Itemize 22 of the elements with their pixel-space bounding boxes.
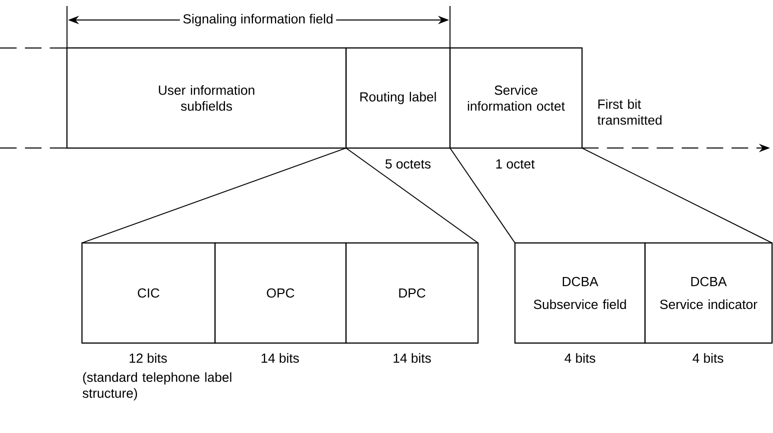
- note: First bit transmitted: [597, 99, 662, 125]
- field-box: CIC: [81, 242, 216, 344]
- field-box: Service information octet: [449, 47, 583, 149]
- size-label: 12 bits: [130, 353, 167, 363]
- field-box: Routing label: [345, 47, 451, 149]
- field-box: User information subfields: [66, 47, 347, 149]
- size-label: 14 bits: [394, 353, 431, 363]
- dimension-label: Signaling information field: [180, 11, 336, 29]
- size-label: 4 bits: [564, 353, 596, 363]
- field-box: OPC: [214, 242, 347, 344]
- field-box: DCBA Service indicator: [644, 242, 773, 344]
- size-label: 14 bits: [262, 353, 299, 363]
- size-label: 4 bits: [692, 353, 724, 363]
- size-label: 1 octet: [496, 159, 535, 169]
- field-box: DPC: [345, 242, 479, 344]
- expansion-line: [346, 148, 479, 244]
- note: (standard telephone label structure): [82, 372, 232, 400]
- expansion-line: [82, 148, 346, 244]
- field-box: DCBA Subservice field: [514, 242, 646, 344]
- size-label: 5 octets: [386, 159, 431, 169]
- expansion-line: [582, 148, 773, 244]
- expansion-line: [449, 148, 516, 244]
